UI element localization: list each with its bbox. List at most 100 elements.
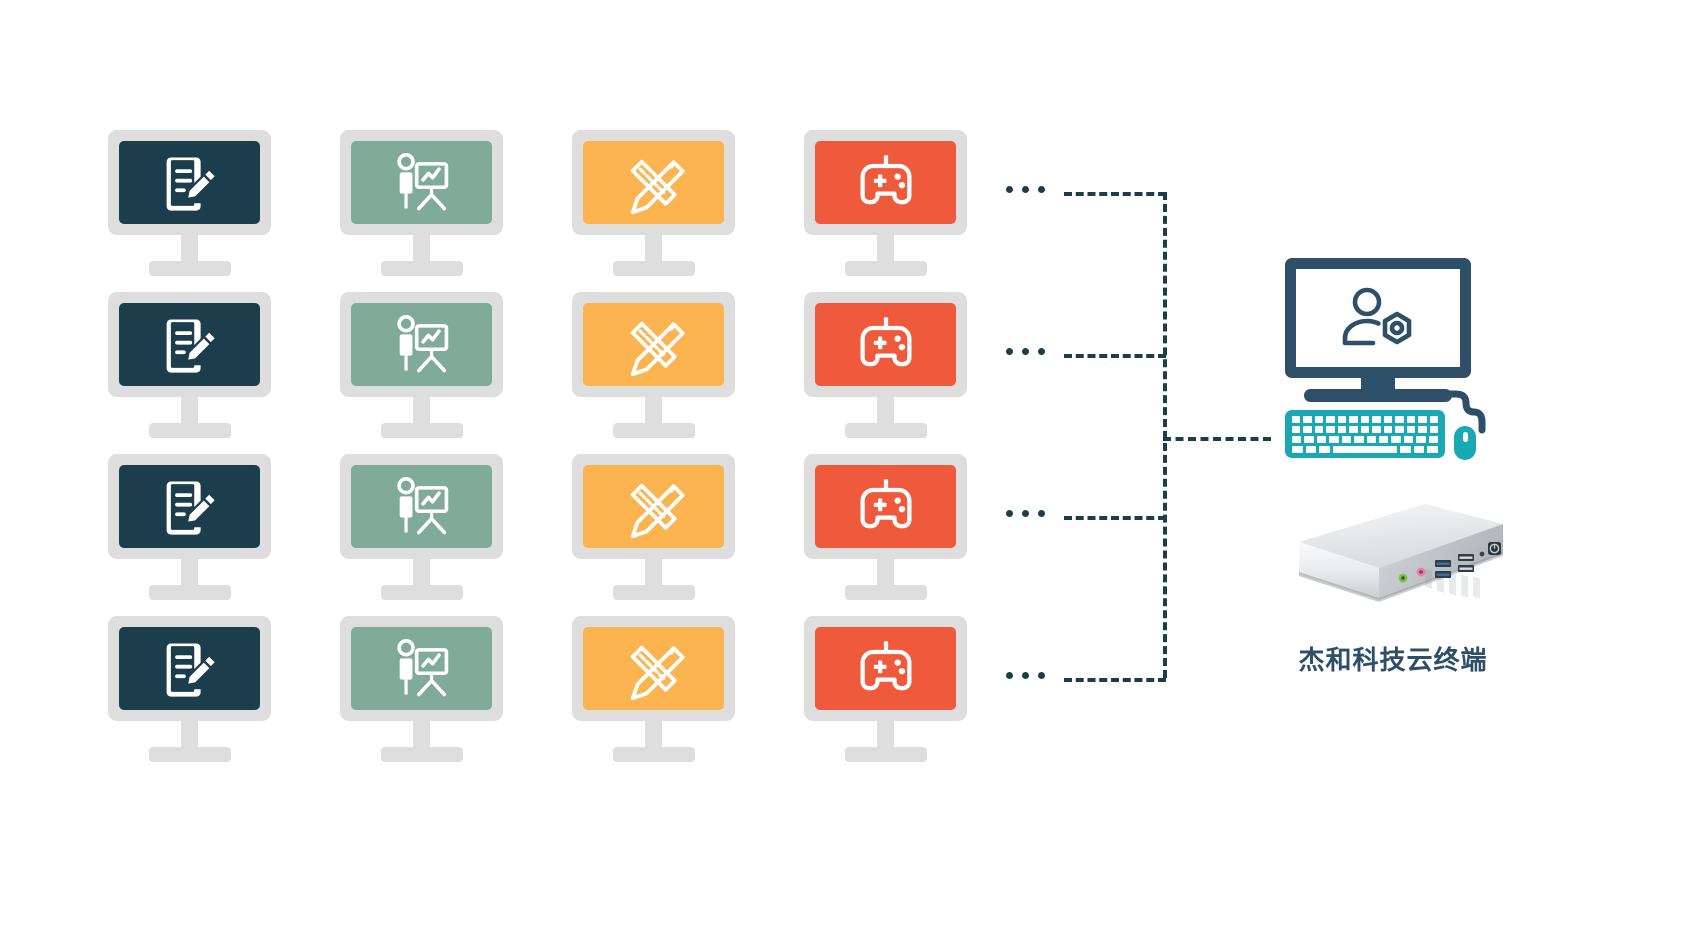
mouse-cable xyxy=(1426,390,1486,434)
monitor-frame xyxy=(340,130,503,235)
pencil-ruler-icon xyxy=(630,645,685,700)
row-ellipsis xyxy=(1006,510,1045,517)
client-monitor-gaming[interactable] xyxy=(804,292,971,452)
monitor-frame xyxy=(804,130,967,235)
monitor-screen xyxy=(815,465,956,548)
monitor-neck xyxy=(645,396,662,426)
keyboard-row xyxy=(1292,446,1439,453)
user-gear-admin-icon xyxy=(1342,287,1412,346)
monitor-frame xyxy=(572,130,735,235)
monitor-neck xyxy=(413,396,430,426)
row-ellipsis xyxy=(1006,186,1045,193)
monitor-base xyxy=(613,747,695,762)
monitor-screen xyxy=(119,303,260,386)
monitor-neck xyxy=(877,720,894,750)
client-monitor-presentation[interactable] xyxy=(340,616,507,776)
connector-branch-row-1 xyxy=(1064,192,1166,196)
client-monitor-presentation[interactable] xyxy=(340,292,507,452)
io-ports xyxy=(1398,542,1501,583)
monitor-base xyxy=(613,585,695,600)
monitor-neck xyxy=(413,234,430,264)
keyboard-row xyxy=(1292,416,1439,423)
monitor-neck xyxy=(181,396,198,426)
client-monitor-design[interactable] xyxy=(572,616,739,776)
keyboard-icon[interactable] xyxy=(1285,410,1445,458)
monitor-screen xyxy=(815,627,956,710)
client-monitor-document[interactable] xyxy=(108,616,275,776)
monitor-base xyxy=(381,585,463,600)
monitor-base xyxy=(845,585,927,600)
client-monitor-document[interactable] xyxy=(108,130,275,290)
pencil-ruler-icon xyxy=(630,321,685,376)
monitor-screen xyxy=(351,465,492,548)
document-edit-icon xyxy=(166,157,215,211)
document-edit-icon xyxy=(166,643,215,697)
connector-branch-row-3 xyxy=(1064,516,1166,520)
mini-pc-body xyxy=(1299,504,1503,602)
monitor-frame xyxy=(572,292,735,397)
client-monitor-gaming[interactable] xyxy=(804,130,971,290)
monitor-frame xyxy=(108,454,271,559)
client-row xyxy=(108,292,1008,452)
monitor-neck xyxy=(413,558,430,588)
monitor-screen xyxy=(583,141,724,224)
terminal-caption: 杰和科技云终端 xyxy=(1298,646,1488,676)
monitor-base xyxy=(381,423,463,438)
monitor-base xyxy=(149,261,231,276)
game-controller-icon xyxy=(860,154,911,204)
client-monitor-grid xyxy=(108,130,1008,770)
client-monitor-design[interactable] xyxy=(572,130,739,290)
client-monitor-design[interactable] xyxy=(572,292,739,452)
monitor-base xyxy=(381,747,463,762)
monitor-base xyxy=(845,747,927,762)
client-monitor-presentation[interactable] xyxy=(340,130,507,290)
monitor-frame xyxy=(108,292,271,397)
pencil-ruler-icon xyxy=(630,159,685,214)
monitor-screen xyxy=(583,303,724,386)
pencil-ruler-icon xyxy=(630,483,685,538)
client-monitor-gaming[interactable] xyxy=(804,616,971,776)
presentation-chart-icon xyxy=(396,476,448,534)
monitor-screen xyxy=(815,141,956,224)
monitor-screen xyxy=(351,303,492,386)
monitor-screen xyxy=(119,465,260,548)
client-monitor-gaming[interactable] xyxy=(804,454,971,614)
mini-pc-icon[interactable] xyxy=(1275,498,1505,618)
client-row xyxy=(108,454,1008,614)
reset-pinhole xyxy=(1479,551,1485,557)
row-ellipsis xyxy=(1006,348,1045,355)
monitor-neck xyxy=(181,234,198,264)
monitor-screen xyxy=(815,303,956,386)
client-row xyxy=(108,616,1008,776)
monitor-base xyxy=(381,261,463,276)
server-monitor-neck xyxy=(1361,376,1395,392)
client-monitor-design[interactable] xyxy=(572,454,739,614)
client-monitor-presentation[interactable] xyxy=(340,454,507,614)
presentation-chart-icon xyxy=(396,314,448,372)
monitor-neck xyxy=(877,558,894,588)
client-monitor-document[interactable] xyxy=(108,292,275,452)
monitor-frame xyxy=(572,616,735,721)
monitor-neck xyxy=(877,396,894,426)
client-row xyxy=(108,130,1008,290)
client-monitor-document[interactable] xyxy=(108,454,275,614)
monitor-neck xyxy=(413,720,430,750)
monitor-screen xyxy=(583,627,724,710)
connector-vertical-bus xyxy=(1163,192,1167,678)
server-monitor-frame xyxy=(1285,258,1471,378)
monitor-frame xyxy=(804,616,967,721)
monitor-frame xyxy=(108,616,271,721)
monitor-screen xyxy=(351,627,492,710)
keyboard-keys xyxy=(1292,416,1439,453)
game-controller-icon xyxy=(860,640,911,690)
monitor-base xyxy=(845,423,927,438)
monitor-screen xyxy=(351,141,492,224)
monitor-frame xyxy=(804,454,967,559)
monitor-frame xyxy=(804,292,967,397)
monitor-base xyxy=(149,423,231,438)
monitor-base xyxy=(149,585,231,600)
mouse-icon[interactable] xyxy=(1454,426,1476,460)
presentation-chart-icon xyxy=(396,152,448,210)
document-edit-icon xyxy=(166,319,215,373)
mouse-wheel xyxy=(1463,432,1468,442)
